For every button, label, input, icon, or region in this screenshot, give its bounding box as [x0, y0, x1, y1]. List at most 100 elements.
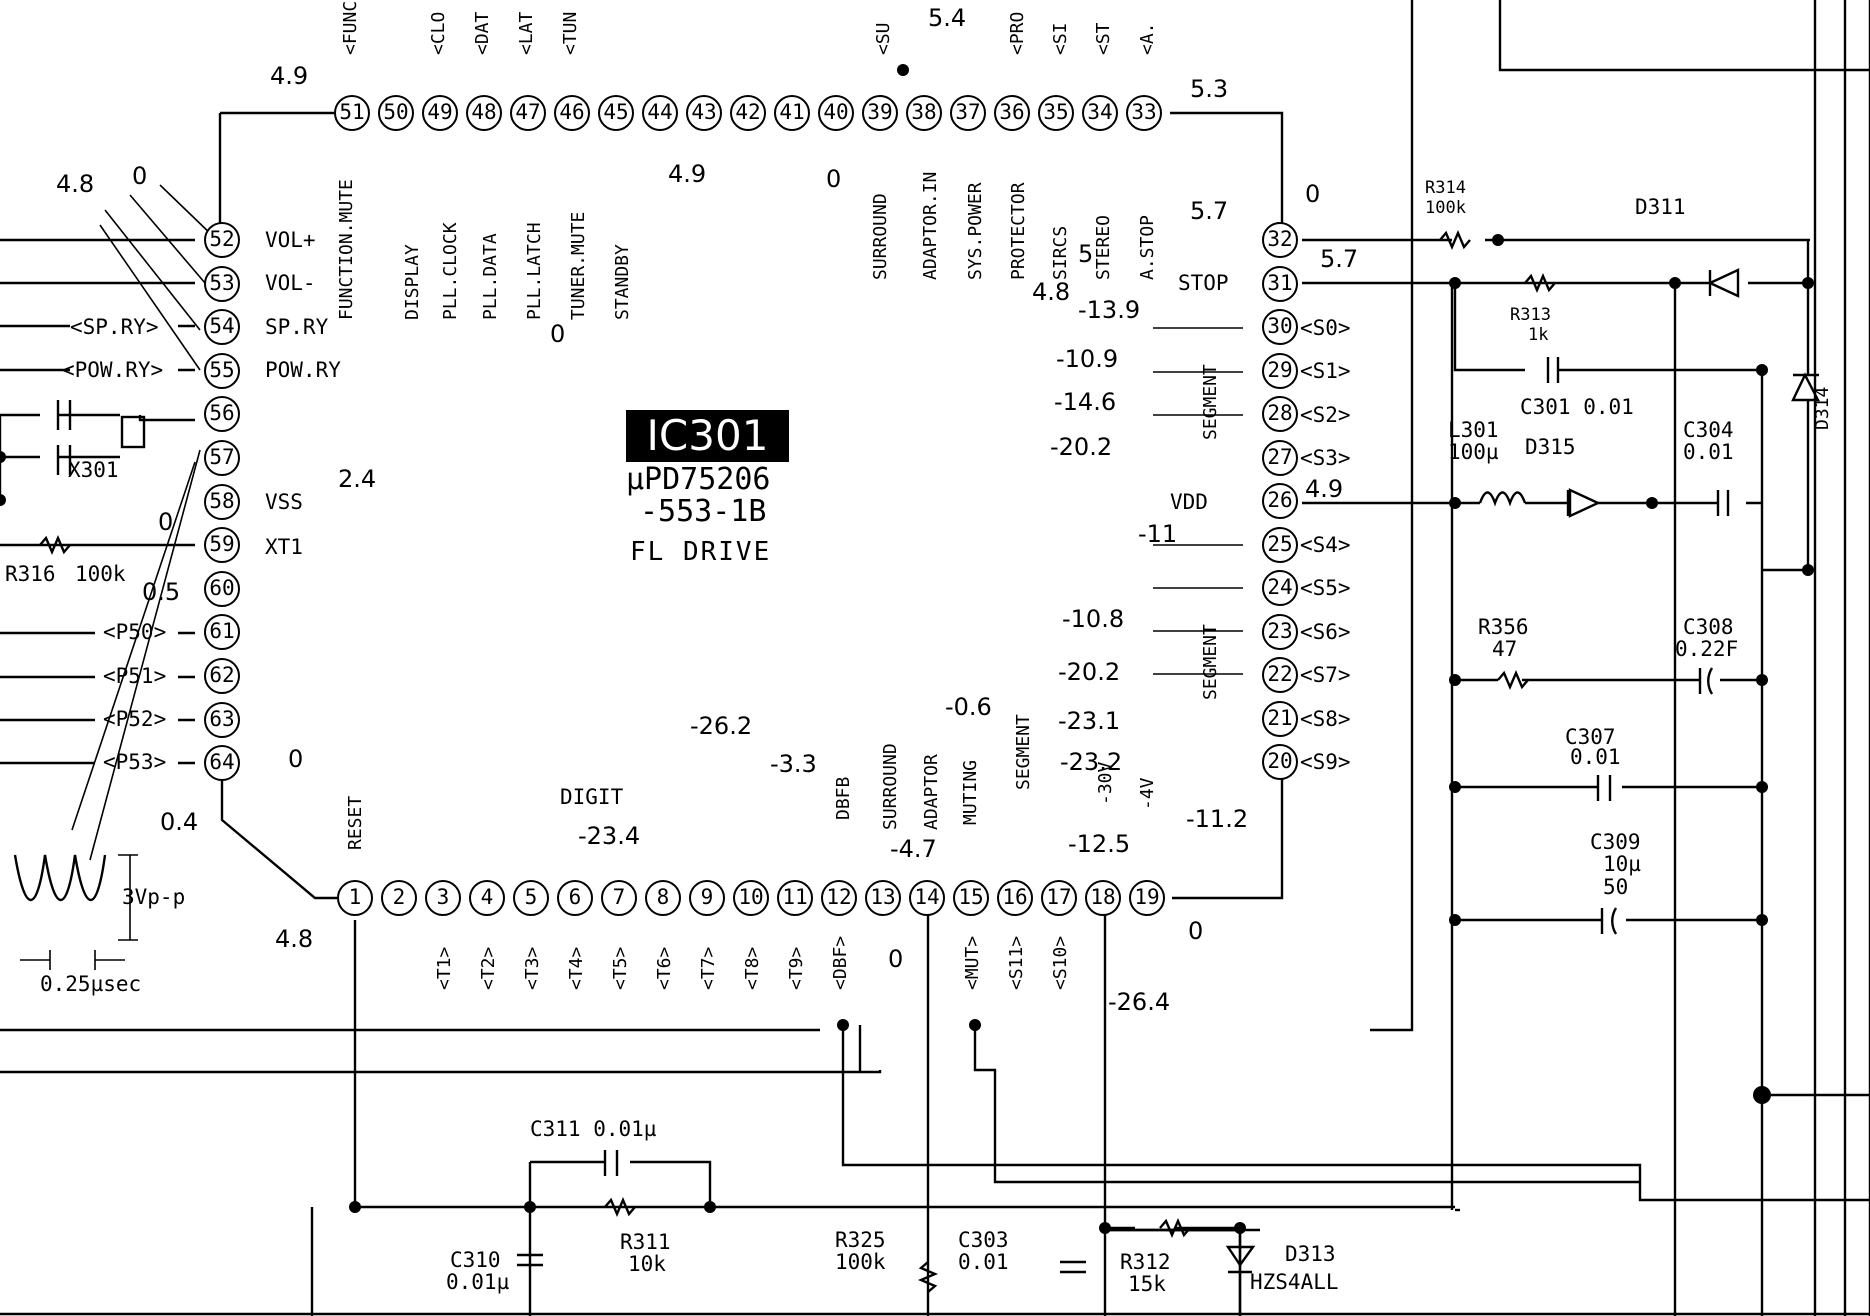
pin-20: 20: [1262, 744, 1298, 780]
bottom-pin-label: MUTING: [960, 759, 981, 825]
bottom-signal-label: <T9>: [786, 946, 807, 990]
component-r316v: 100k: [75, 562, 126, 586]
left-pin-label: VSS: [265, 490, 303, 514]
pin-47: 47: [510, 95, 546, 131]
capacitor-c308-symbol: [1698, 667, 1714, 695]
component-c308: C308: [1683, 615, 1734, 639]
voltage-v-43: 4.9: [668, 160, 707, 188]
pin-27: 27: [1262, 439, 1298, 476]
voltage-v-26: 4.9: [1305, 475, 1344, 503]
bottom-signal-label: <T1>: [434, 946, 455, 990]
right-circuit: [1302, 0, 1870, 1316]
left-pin-label: VOL-: [265, 271, 316, 295]
bottom-signal-label: <T3>: [522, 946, 543, 990]
diode-d315-symbol: [1566, 488, 1601, 518]
pin-13: 13: [865, 880, 901, 916]
resistor-r313-symbol: [1524, 272, 1556, 294]
waveform-amplitude-marker: [118, 854, 138, 941]
component-r325: R325: [835, 1228, 886, 1252]
ic-name: IC301: [646, 411, 769, 460]
pin-48: 48: [466, 95, 502, 131]
right-signal-label: <S5>: [1300, 576, 1351, 600]
component-l301: L301: [1448, 418, 1499, 442]
pin-7: 7: [601, 880, 637, 916]
pin-46: 46: [554, 95, 590, 131]
bottom-signal-label: <T5>: [610, 946, 631, 990]
pin-2: 2: [381, 880, 417, 916]
pin-37: 37: [950, 95, 986, 131]
left-pin-label: XT1: [265, 535, 303, 559]
pin-17: 17: [1041, 880, 1077, 916]
ic-label-block: [626, 410, 789, 462]
pin-64: 64: [204, 745, 240, 782]
voltage-v-31: 5.7: [1320, 245, 1359, 273]
voltage-v-16: -0.6: [945, 693, 992, 721]
pin-63: 63: [204, 701, 240, 738]
left-signal-label: <POW.RY>: [62, 358, 164, 382]
right-pin-label-segment-upper: SEGMENT: [1200, 364, 1221, 440]
voltage-v-33: 5.3: [1190, 75, 1229, 103]
component-c304v: 0.01: [1683, 440, 1734, 464]
bottom-signal-label: <S11>: [1006, 935, 1027, 990]
waveform-symbol: [13, 854, 107, 902]
voltage-v-64: 0.4: [160, 808, 199, 836]
component-c303v: 0.01: [958, 1250, 1009, 1274]
pin-40: 40: [818, 95, 854, 131]
left-signal-label: <P52>: [103, 707, 167, 731]
pin-15: 15: [953, 880, 989, 916]
pin-60: 60: [204, 570, 240, 607]
top-signal-label: <SI: [1050, 22, 1071, 55]
component-r314: R314: [1425, 178, 1466, 198]
component-x301: X301: [68, 458, 119, 482]
top-pin-label: PLL.LATCH: [524, 222, 545, 320]
bottom-pin-label: DIGIT: [560, 785, 624, 809]
pin-6: 6: [557, 880, 593, 916]
pin-32: 32: [1262, 222, 1298, 258]
ic-suffix: -553-1B: [640, 494, 767, 529]
pin-31: 31: [1262, 265, 1298, 302]
pin-55: 55: [204, 352, 240, 389]
pin-38: 38: [906, 95, 942, 131]
pin-26: 26: [1262, 483, 1298, 519]
resistor-r325-symbol: [917, 1261, 939, 1293]
component-c307v: 0.01: [1570, 745, 1621, 769]
ic-function: FL DRIVE: [630, 537, 772, 567]
component-c309: C309: [1590, 830, 1641, 854]
left-pin-label: SP.RY: [265, 315, 329, 339]
resistor-r316-symbol: [39, 534, 71, 556]
bottom-pin-label: ADAPTOR: [921, 754, 942, 830]
waveform-period-marker: [20, 950, 125, 970]
voltage-v-29: -10.9: [1056, 345, 1119, 373]
pin-49: 49: [422, 95, 458, 131]
voltage-v-37: 5.4: [928, 4, 967, 32]
pin-24: 24: [1262, 570, 1298, 606]
bottom-pin-label: SURROUND: [880, 743, 901, 830]
bottom-pin-label: -4V: [1137, 777, 1158, 810]
pin-25: 25: [1262, 526, 1298, 563]
pin-45: 45: [598, 95, 634, 131]
right-pin-label-vdd: VDD: [1170, 490, 1208, 514]
pin-18: 18: [1085, 880, 1121, 916]
voltage-v-24: -10.8: [1062, 605, 1125, 633]
voltage-v-52a: 4.8: [56, 170, 95, 198]
right-signal-label: <S0>: [1300, 316, 1351, 340]
left-signal-label: <P53>: [103, 750, 167, 774]
pin-29: 29: [1262, 352, 1298, 389]
pin-51: 51: [334, 95, 370, 131]
right-signal-label: <S4>: [1300, 533, 1351, 557]
component-c303: C303: [958, 1228, 1009, 1252]
voltage-v-30: -13.9: [1078, 296, 1141, 324]
top-signal-label: <ST: [1093, 22, 1114, 55]
component-d314: D314: [1812, 386, 1833, 430]
pin-16: 16: [997, 880, 1033, 916]
pin-21: 21: [1262, 700, 1298, 737]
top-signal-label: <LAT: [516, 11, 537, 55]
voltage-v-27: -20.2: [1050, 433, 1113, 461]
right-pin-label-segment-lower: SEGMENT: [1200, 624, 1221, 700]
pin-8: 8: [645, 880, 681, 916]
component-r314v: 100k: [1425, 198, 1466, 218]
left-signal-label: <SP.RY>: [70, 315, 159, 339]
component-d313v: HZS4ALL: [1250, 1270, 1339, 1294]
top-pin-label: FUNCTION.MUTE: [336, 179, 357, 320]
top-pin-label: PROTECTOR: [1008, 182, 1029, 280]
